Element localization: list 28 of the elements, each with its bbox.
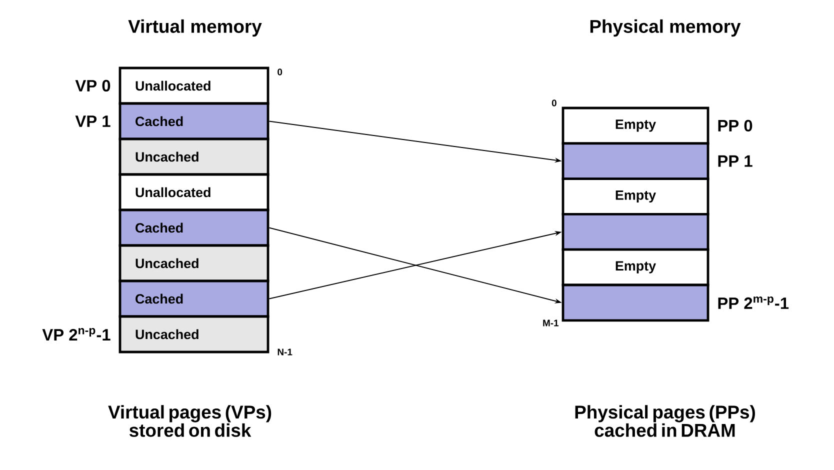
memory-cell: Uncached — [118, 138, 270, 176]
memory-cell: Uncached — [118, 315, 270, 354]
heading: Physical memory — [590, 19, 741, 37]
page-label: PP 2$^{m-p}$-1 — [718, 296, 789, 309]
heading: Virtual memory — [128, 19, 262, 37]
address-label: M-1 — [543, 320, 559, 326]
page-label: VP 1 — [75, 116, 110, 127]
address-label: 0 — [552, 100, 556, 106]
address-label: 0 — [278, 68, 282, 76]
memory-cell: Cached — [118, 208, 270, 247]
memory-cell: Unallocated — [118, 66, 270, 105]
memory-cell: Uncached — [118, 244, 270, 282]
memory-cell: Cached — [118, 280, 270, 318]
memory-cell — [562, 284, 710, 322]
caption-text: Physical pages (PPs) cached in DRAM — [575, 405, 755, 437]
memory-cell — [562, 213, 710, 251]
address-label: N-1 — [278, 348, 292, 356]
page-label: PP 1 — [718, 155, 752, 167]
memory-cell: Empty — [562, 248, 710, 286]
page-label: PP 0 — [718, 120, 752, 132]
memory-cell: Empty — [562, 106, 710, 145]
memory-cell — [562, 142, 710, 180]
memory-cell: Empty — [562, 178, 710, 216]
memory-cell: Unallocated — [118, 173, 270, 212]
page-label: VP 2$^{n-p}$-1 — [42, 328, 110, 340]
page-label: VP 0 — [75, 80, 110, 92]
memory-cell: Cached — [118, 102, 270, 140]
caption-text: Virtual pages (VPs) stored on disk — [108, 405, 272, 437]
